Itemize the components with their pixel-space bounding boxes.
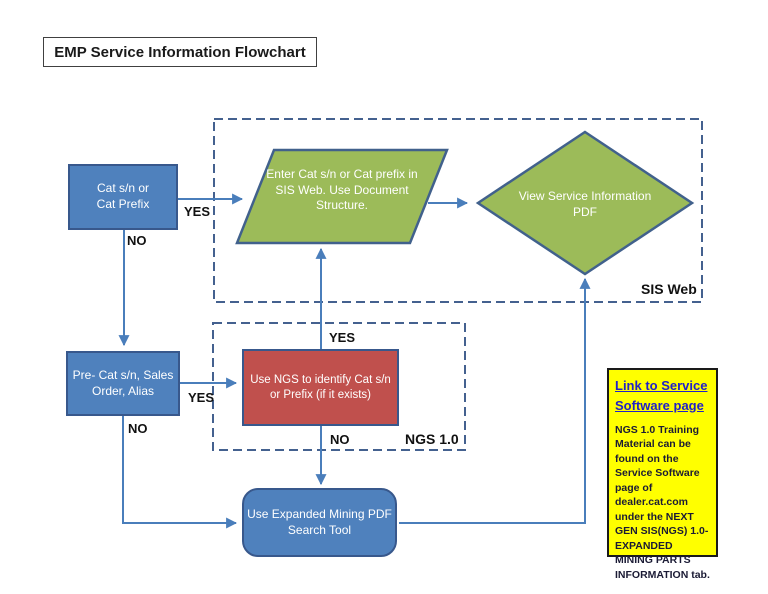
edge-label-pre-no: NO	[128, 421, 148, 436]
node-expanded-mining-search: Use Expanded Mining PDF Search Tool	[242, 488, 397, 557]
node-pre-cat-sn-label: Pre- Cat s/n, Sales Order, Alias	[72, 367, 174, 398]
node-cat-sn-or-prefix: Cat s/n or Cat Prefix	[68, 164, 178, 230]
service-software-note-body: NGS 1.0 Training Material can be found o…	[615, 424, 710, 581]
node-use-ngs-label: Use NGS to identify Cat s/n or Prefix (i…	[250, 373, 391, 401]
enter-sis-parallelogram-shape	[235, 148, 449, 245]
edge-label-ngs-no: NO	[330, 432, 350, 447]
node-expanded-mining-search-label: Use Expanded Mining PDF Search Tool	[247, 506, 392, 537]
view-pdf-diamond-shape	[475, 130, 695, 276]
node-view-service-pdf-label: View Service Information PDF	[518, 189, 652, 219]
service-software-page-link[interactable]: Link to Service Software page	[615, 378, 708, 413]
group-label-ngs-10: NGS 1.0	[402, 431, 462, 447]
connector-search-to-diamond	[399, 277, 591, 524]
service-software-note: Link to Service Software page NGS 1.0 Tr…	[607, 368, 718, 581]
edge-label-cat-no: NO	[127, 233, 147, 248]
sis-web-group-box	[213, 118, 703, 303]
edge-label-ngs-yes: YES	[329, 330, 356, 345]
edge-label-pre-yes: YES	[188, 390, 215, 405]
ngs-group-box	[212, 322, 466, 451]
page-title: EMP Service Information Flowchart	[43, 37, 317, 67]
edge-label-cat-yes: YES	[184, 204, 211, 219]
node-cat-sn-or-prefix-label: Cat s/n or Cat Prefix	[96, 181, 150, 211]
group-label-sis-web: SIS Web	[638, 281, 700, 297]
node-pre-cat-sn: Pre- Cat s/n, Sales Order, Alias	[66, 351, 180, 416]
connector-pre-no	[122, 416, 238, 529]
node-use-ngs: Use NGS to identify Cat s/n or Prefix (i…	[242, 349, 399, 426]
node-enter-sis-web-label: Enter Cat s/n or Cat prefix in SIS Web. …	[266, 167, 418, 213]
